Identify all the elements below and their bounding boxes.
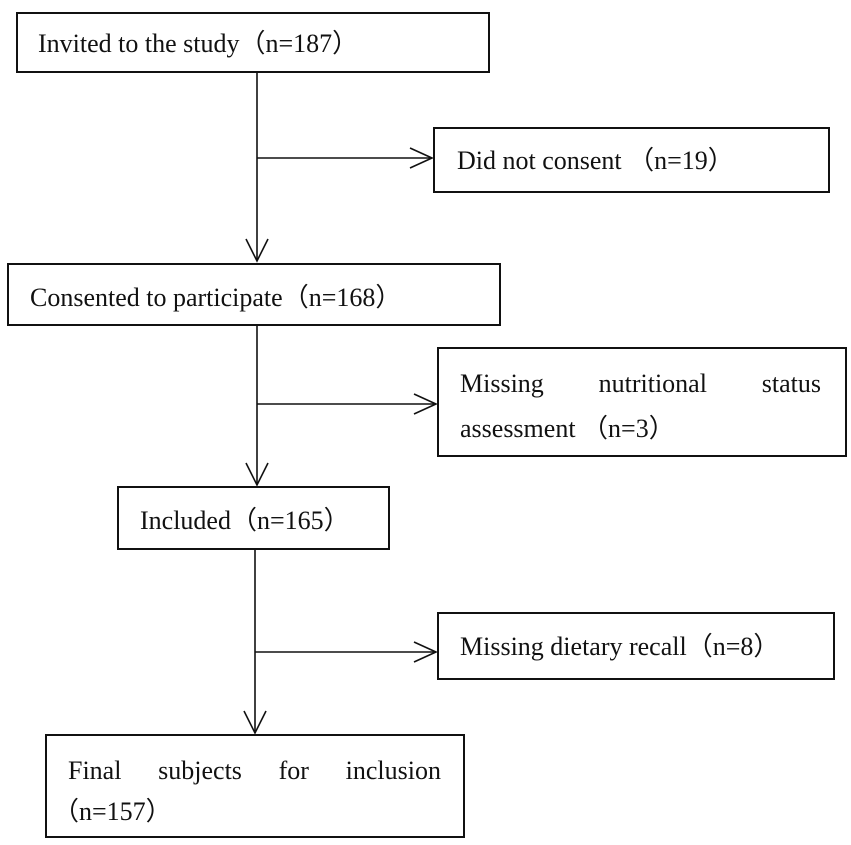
final-word-3: for: [278, 756, 309, 785]
consented-box: Consented to participate（n=168）: [7, 263, 501, 326]
arrowhead-to-included: [245, 462, 269, 487]
final-box: Final subjects for inclusion （n=157）: [45, 734, 465, 838]
missing-dietary-label: Missing dietary recall（n=8）: [460, 632, 780, 661]
consented-label: Consented to participate（n=168）: [30, 283, 402, 312]
missing-nutrition-line2: assessment （n=3）: [460, 414, 675, 443]
missing-nutrition-word-3: status: [761, 369, 821, 398]
final-line2: （n=157）: [53, 797, 172, 826]
not-consent-box: Did not consent （n=19）: [433, 127, 830, 193]
arrowhead-to-not-consent: [409, 147, 434, 169]
invited-label: Invited to the study（n=187）: [38, 29, 359, 58]
missing-dietary-box: Missing dietary recall（n=8）: [437, 612, 835, 680]
not-consent-label: Did not consent （n=19）: [457, 146, 734, 175]
missing-nutrition-line1: Missing nutritional status: [460, 365, 821, 403]
arrowhead-to-final: [243, 710, 267, 735]
included-box: Included（n=165）: [117, 486, 390, 550]
invited-box: Invited to the study（n=187）: [16, 12, 490, 73]
missing-nutrition-word-2: nutritional: [598, 369, 707, 398]
missing-nutrition-word-1: Missing: [460, 369, 544, 398]
arrowhead-to-consented: [245, 238, 269, 263]
arrowhead-to-missing-dietary: [413, 641, 438, 663]
final-word-4: inclusion: [345, 756, 441, 785]
included-label: Included（n=165）: [140, 506, 350, 535]
arrowhead-to-missing-nutrition: [413, 393, 438, 415]
final-line1: Final subjects for inclusion: [68, 752, 441, 790]
missing-nutrition-box: Missing nutritional status assessment （n…: [437, 347, 847, 457]
final-word-1: Final: [68, 756, 122, 785]
final-word-2: subjects: [158, 756, 242, 785]
